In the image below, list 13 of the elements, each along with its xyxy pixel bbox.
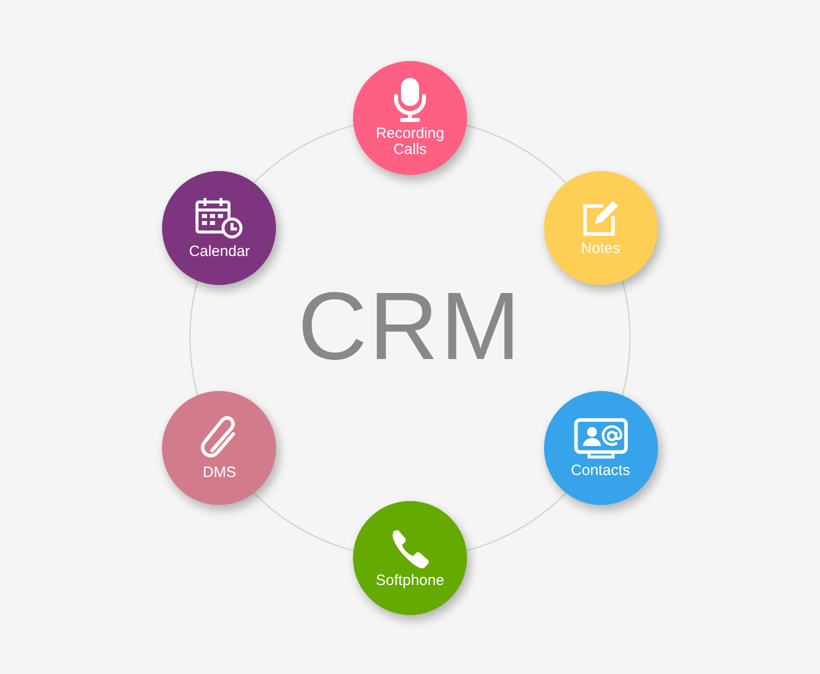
feature-label: Recording Calls	[374, 126, 446, 158]
feature-label: DMS	[202, 465, 236, 481]
ring-connector	[466, 124, 566, 184]
ring-connector	[254, 124, 354, 184]
feature-label: Calendar	[189, 244, 250, 260]
center-title: CRM	[296, 272, 524, 382]
ring-connector	[190, 280, 198, 396]
ring-connector	[466, 492, 566, 552]
feature-label: Notes	[580, 241, 620, 257]
feature-label: Contacts	[570, 463, 630, 479]
ring-connector	[622, 280, 630, 396]
ring-connector	[254, 492, 354, 552]
feature-label: Softphone	[376, 573, 444, 589]
